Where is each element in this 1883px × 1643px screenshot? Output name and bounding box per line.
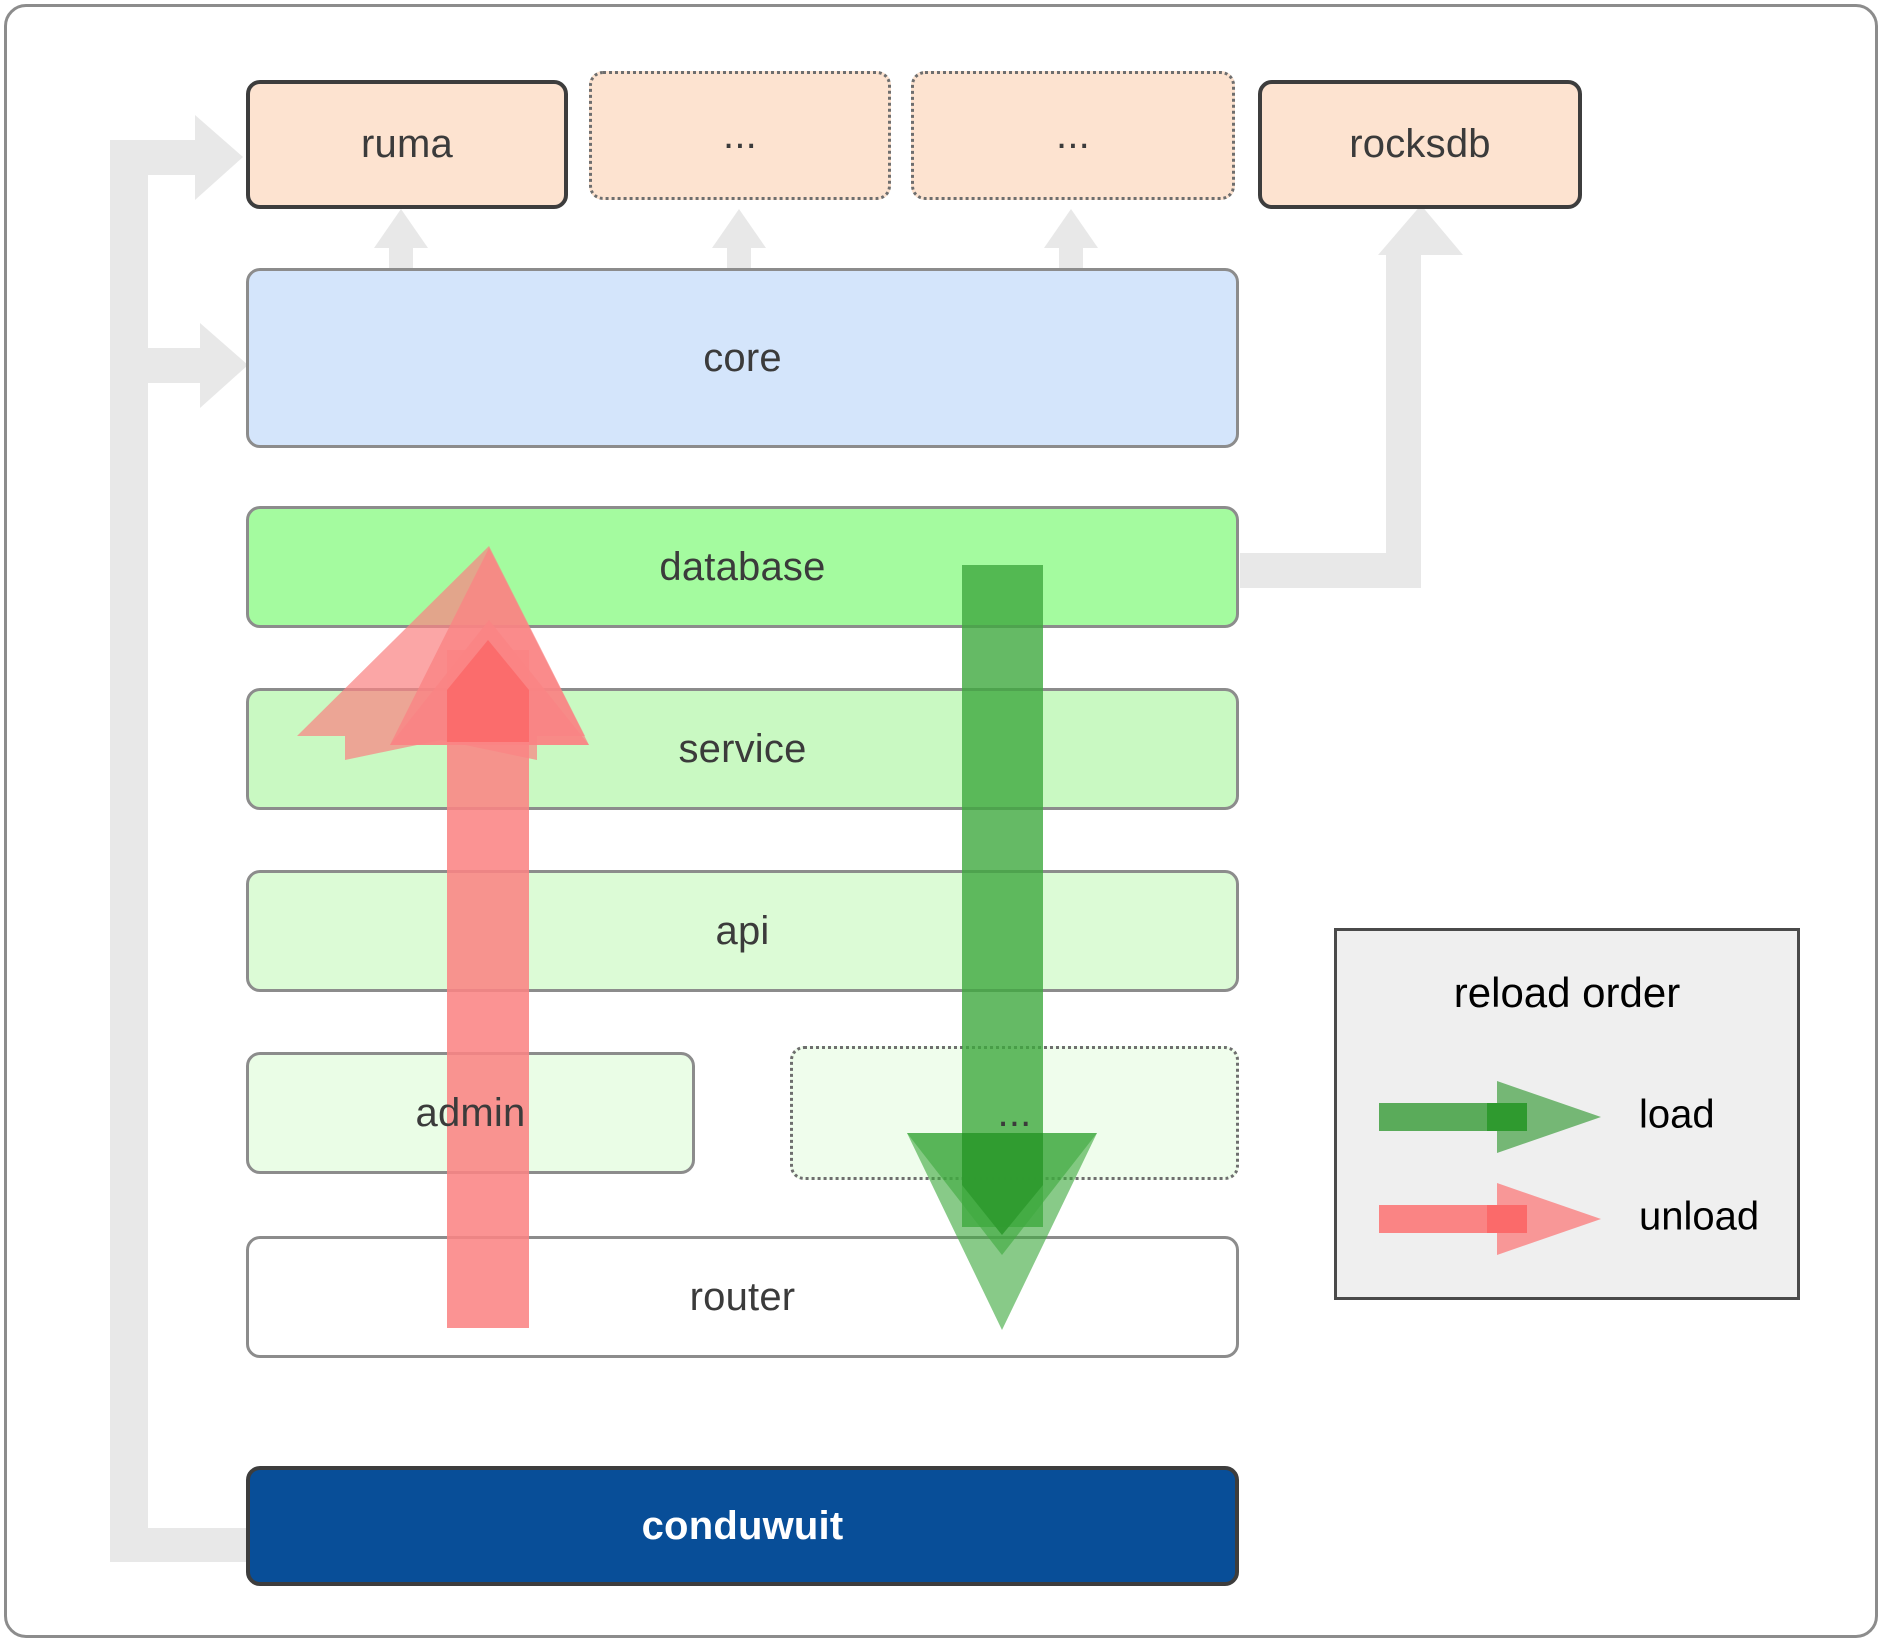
node-admin[interactable]: admin [246, 1052, 695, 1174]
node-database[interactable]: database [246, 506, 1239, 628]
node-label: core [703, 335, 782, 380]
node-label: database [659, 544, 826, 589]
node-core[interactable]: core [246, 268, 1239, 448]
legend-row-load: load [1337, 1067, 1797, 1163]
node-dots-lower[interactable]: ... [790, 1046, 1239, 1180]
node-label: service [678, 726, 807, 771]
node-rocksdb[interactable]: rocksdb [1258, 80, 1582, 209]
node-label: api [715, 908, 770, 953]
node-ext-b[interactable]: ... [911, 71, 1235, 200]
node-ext-a[interactable]: ... [589, 71, 891, 200]
node-ruma[interactable]: ruma [246, 80, 568, 209]
legend-label-unload: unload [1639, 1194, 1760, 1239]
load-icon [1379, 1081, 1601, 1153]
node-label: ... [997, 1090, 1032, 1135]
node-api[interactable]: api [246, 870, 1239, 992]
node-label: admin [415, 1090, 526, 1135]
node-conduwuit[interactable]: conduwuit [246, 1466, 1239, 1586]
node-label: ... [723, 113, 757, 157]
node-label: router [689, 1274, 796, 1319]
node-label: ruma [361, 122, 453, 166]
legend-title: reload order [1453, 969, 1681, 1016]
legend-label-load: load [1639, 1092, 1715, 1137]
node-label: rocksdb [1349, 122, 1491, 166]
legend-row-unload: unload [1337, 1169, 1797, 1265]
diagram-frame [4, 4, 1878, 1638]
legend-reload-order: reload order load unload [1334, 928, 1800, 1300]
node-label: conduwuit [641, 1503, 844, 1548]
node-router[interactable]: router [246, 1236, 1239, 1358]
node-service[interactable]: service [246, 688, 1239, 810]
node-label: ... [1056, 113, 1090, 157]
unload-icon [1379, 1183, 1601, 1255]
